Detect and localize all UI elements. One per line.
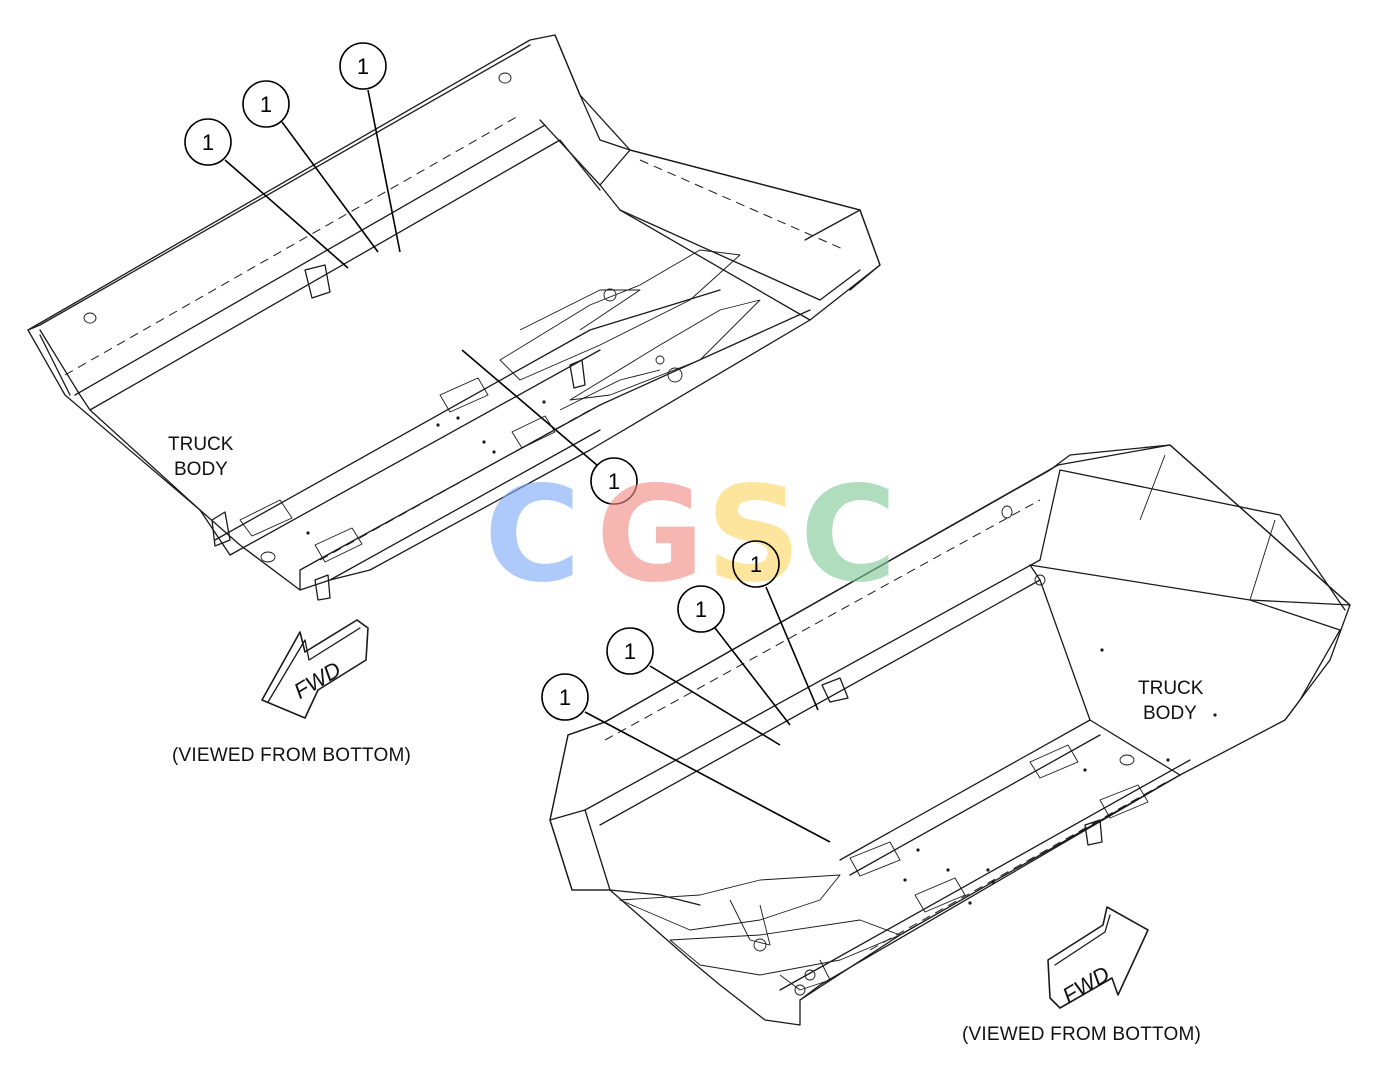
callout-top-b: 1 <box>242 80 379 253</box>
callout-number: 1 <box>695 597 707 622</box>
cgsc-watermark: C G S C <box>484 458 897 612</box>
callout-bottom-d: 1 <box>732 540 819 711</box>
truck-body-label-top: TRUCK <box>168 434 234 455</box>
callout-number: 1 <box>559 685 571 710</box>
watermark-letter-c1: C <box>484 458 581 612</box>
callout-bottom-c: 1 <box>677 585 791 726</box>
callout-top-d: 1 <box>461 349 638 505</box>
callout-number: 1 <box>608 469 620 494</box>
callout-bottom-a: 1 <box>541 673 831 843</box>
callout-number: 1 <box>260 92 272 117</box>
watermark-letter-s: S <box>706 458 801 612</box>
callout-bottom-b: 1 <box>606 627 781 746</box>
callout-number: 1 <box>357 54 369 79</box>
fwd-arrow-top: FWD <box>261 619 369 719</box>
truck-body-label-top-line2: BODY <box>174 459 228 480</box>
truck-body-bottom-view <box>549 444 1351 1026</box>
callout-top-a: 1 <box>184 118 349 269</box>
truck-body-label-bottom: TRUCK <box>1138 678 1204 699</box>
callout-number: 1 <box>624 639 636 664</box>
truck-body-label-bottom-line2: BODY <box>1143 703 1197 724</box>
viewed-from-bottom-label-top: (VIEWED FROM BOTTOM) <box>172 745 411 766</box>
truck-body-top-view <box>27 34 881 601</box>
callout-top-c: 1 <box>339 42 401 253</box>
callout-number: 1 <box>202 130 214 155</box>
fwd-arrow-bottom: FWD <box>1047 906 1149 1009</box>
callout-number: 1 <box>750 552 762 577</box>
watermark-letter-g: G <box>596 458 704 612</box>
viewed-from-bottom-label-bottom: (VIEWED FROM BOTTOM) <box>962 1024 1201 1045</box>
watermark-letter-c2: C <box>800 458 897 612</box>
